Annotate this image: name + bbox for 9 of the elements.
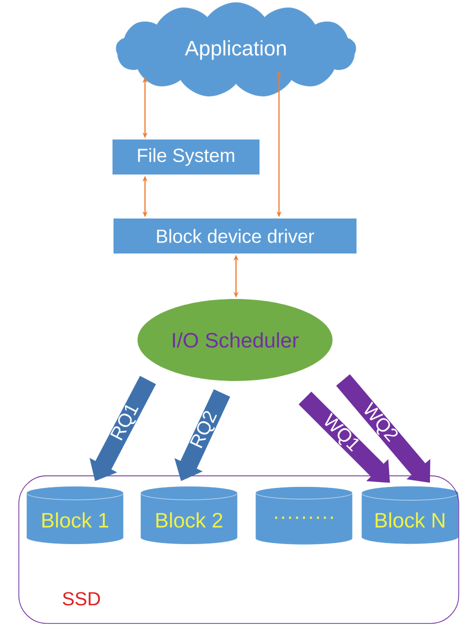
block-cylinder: ·········	[255, 486, 353, 545]
edge-label: RQ1	[110, 405, 139, 441]
block-cylinder: Block 1	[26, 486, 124, 544]
edge-label: RQ2	[190, 410, 217, 448]
process-box: File System	[112, 140, 260, 174]
block-cylinder: Block N	[361, 486, 459, 544]
arrow	[298, 392, 390, 483]
process-box: Block device driver	[114, 218, 356, 254]
block-cylinder: Block 2	[140, 486, 238, 544]
